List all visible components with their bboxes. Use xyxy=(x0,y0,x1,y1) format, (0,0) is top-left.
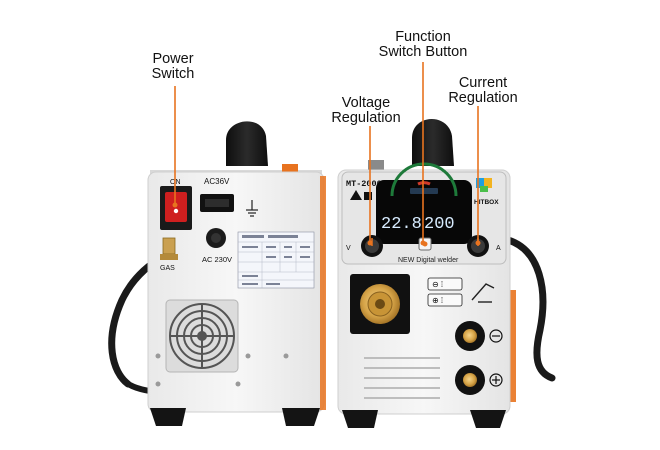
welding-torch-icon xyxy=(471,283,495,303)
euro-torch-connector xyxy=(350,274,410,334)
manual-icon xyxy=(364,192,372,200)
voltage-knob-label: V xyxy=(346,245,351,252)
function-switch-callout: Function Switch Button xyxy=(368,30,478,60)
ac230v-label: AC 230V xyxy=(202,255,232,264)
ground-symbol-icon xyxy=(246,200,258,217)
brand-label: HITBOX xyxy=(474,199,499,206)
current-callout-line-1: Current xyxy=(458,75,508,91)
voltage-readout: 22.8 xyxy=(381,215,422,234)
callout-leaders xyxy=(174,62,479,243)
svg-text:⊕ ⁞: ⊕ ⁞ xyxy=(432,296,443,305)
rear-foot-right xyxy=(282,408,320,426)
rear-orange-cap xyxy=(282,164,298,172)
warning-icon xyxy=(350,190,362,200)
brand-logo: HITBOX xyxy=(474,178,499,206)
panel-subtitle: NEW Digital welder xyxy=(398,257,459,264)
front-vents xyxy=(364,357,440,399)
current-regulation-callout: Current Regulation xyxy=(440,76,526,106)
rear-foot-left xyxy=(150,408,186,426)
function-callout-line-1: Function xyxy=(395,29,451,45)
current-knob-label: A xyxy=(496,245,501,252)
voltage-knob xyxy=(361,235,383,257)
positive-terminal xyxy=(455,365,503,395)
current-readout: 200 xyxy=(424,215,455,234)
mode-icons: ⊖ ⁞ ⊕ ⁞ xyxy=(427,277,463,307)
power-switch-callout: Power Switch xyxy=(138,52,208,82)
front-foot-left xyxy=(342,410,378,428)
power-callout-line-2: Switch xyxy=(151,66,195,82)
power-callout-line-1: Power xyxy=(152,51,194,67)
rating-plate xyxy=(237,231,315,289)
model-label: MT-2000 II xyxy=(346,179,397,189)
rear-handle xyxy=(226,121,268,166)
voltage-callout-line-2: Regulation xyxy=(331,110,401,126)
digital-display xyxy=(376,180,472,244)
gas-label: GAS xyxy=(160,265,175,272)
voltage-callout-line-1: Voltage xyxy=(341,95,391,111)
svg-text:⊖ ⁞: ⊖ ⁞ xyxy=(432,280,443,289)
current-callout-line-2: Regulation xyxy=(448,90,518,106)
front-handle xyxy=(412,118,454,166)
torch-cable xyxy=(504,236,556,382)
gas-inlet xyxy=(162,237,176,255)
cooling-fan-grille xyxy=(165,299,239,373)
current-knob xyxy=(467,235,489,257)
front-foot-right xyxy=(470,410,506,428)
voltage-regulation-callout: Voltage Regulation xyxy=(326,96,406,126)
ac36v-label: AC36V xyxy=(204,177,230,186)
rear-unit: ON AC36V GAS AC 230V xyxy=(108,121,326,426)
function-callout-line-2: Switch Button xyxy=(378,44,468,60)
negative-terminal xyxy=(455,321,503,351)
